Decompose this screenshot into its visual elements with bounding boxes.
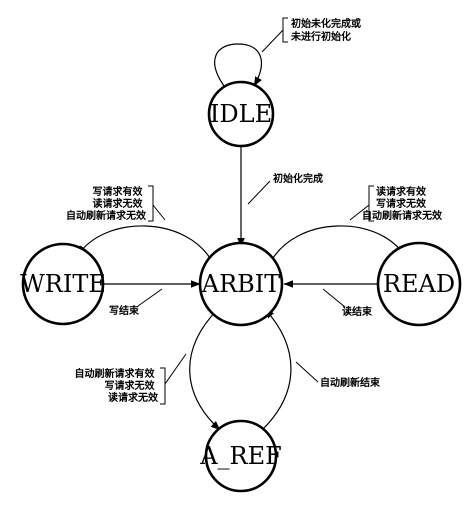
bracket-idle-self — [282, 17, 288, 43]
state-arbit-label: ARBIT — [201, 270, 281, 298]
edge-arbit-to-read — [269, 225, 405, 264]
leader-arbit-to-write — [152, 204, 166, 221]
state-idle: IDLE — [207, 80, 275, 148]
leader-arbit-to-aref — [164, 353, 187, 385]
edge-arbit-to-aref — [189, 308, 221, 431]
label-aref-to-arbit: 自动刷新结束 — [320, 376, 381, 389]
bracket-arbit-to-write — [148, 185, 154, 222]
label-idle-self: 初始未化完成或 未进行初始化 — [290, 17, 364, 43]
label-write-to-arbit-line-1: 写结束 — [109, 304, 140, 317]
bracket-arbit-to-aref — [160, 367, 166, 405]
state-write-circle — [21, 242, 105, 326]
label-idle-to-arbit-line-1: 初始化完成 — [273, 172, 323, 185]
label-arbit-to-read-line-1: 读请求有效 — [376, 185, 427, 198]
label-arbit-to-aref-line-2: 写请求无效 — [105, 379, 156, 392]
label-idle-self-line-1: 初始未化完成或 — [291, 17, 361, 30]
edge-aref-to-arbit — [261, 308, 292, 431]
state-read-label: READ — [383, 270, 455, 298]
leader-aref-to-arbit — [295, 361, 319, 383]
leader-idle-to-arbit — [247, 180, 271, 205]
label-arbit-to-write-line-1: 写请求有效 — [93, 185, 144, 198]
label-idle-to-arbit: 初始化完成 — [273, 172, 323, 185]
label-arbit-to-write: 写请求有效 读请求无效 自动刷新请求无效 — [66, 185, 147, 222]
state-write-label: WRITE — [20, 270, 106, 298]
label-arbit-to-read-line-2: 写请求无效 — [376, 197, 427, 210]
state-arbit-circle — [198, 241, 284, 327]
state-idle-circle — [207, 80, 275, 148]
label-write-to-arbit: 写结束 — [109, 304, 140, 317]
leader-arbit-to-read — [349, 204, 370, 221]
bracket-arbit-to-read — [368, 185, 374, 222]
label-idle-self-line-2: 未进行初始化 — [290, 30, 351, 43]
label-arbit-to-read: 读请求有效 写请求无效 自动刷新请求无效 — [362, 185, 443, 222]
leader-idle-self — [261, 29, 284, 53]
label-arbit-to-aref-line-3: 读请求无效 — [108, 391, 159, 404]
label-arbit-to-aref-line-1: 自动刷新请求有效 — [75, 367, 156, 380]
state-arbit: ARBIT — [198, 241, 284, 327]
edge-arbit-to-write — [77, 225, 214, 264]
label-arbit-to-read-line-3: 自动刷新请求无效 — [362, 209, 443, 222]
state-read: READ — [376, 241, 462, 327]
state-idle-label: IDLE — [210, 100, 272, 128]
leader-write-to-arbit — [137, 288, 163, 307]
label-arbit-to-write-line-2: 读请求无效 — [93, 197, 144, 210]
leader-read-to-arbit — [322, 288, 346, 308]
state-aref-label: A_REF — [199, 442, 282, 470]
state-write: WRITE — [20, 242, 106, 326]
state-aref: A_REF — [199, 419, 282, 493]
label-arbit-to-write-line-3: 自动刷新请求无效 — [66, 209, 147, 222]
label-arbit-to-aref: 自动刷新请求有效 写请求无效 读请求无效 — [75, 367, 159, 404]
state-read-circle — [376, 241, 462, 327]
state-aref-circle — [204, 419, 278, 493]
label-read-to-arbit-line-1: 读结束 — [342, 305, 373, 318]
edge-idle-self-loop — [214, 43, 263, 87]
label-aref-to-arbit-line-1: 自动刷新结束 — [320, 376, 381, 389]
label-read-to-arbit: 读结束 — [342, 305, 373, 318]
